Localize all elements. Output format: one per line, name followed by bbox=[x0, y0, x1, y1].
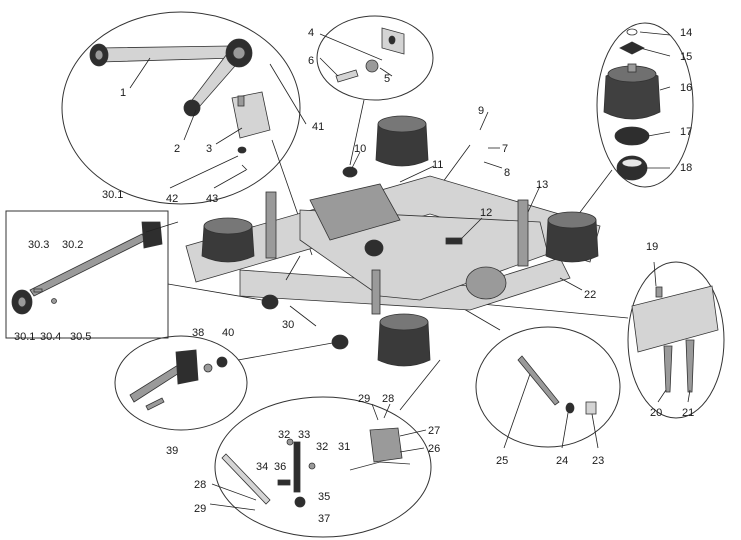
label-29-right: 29 bbox=[358, 393, 370, 405]
label-28-left: 28 bbox=[194, 479, 206, 491]
arm-assembly bbox=[89, 38, 271, 171]
label-25: 25 bbox=[496, 455, 508, 467]
label-23: 23 bbox=[592, 455, 604, 467]
label-17: 17 bbox=[680, 126, 692, 138]
callout-outlines bbox=[5, 11, 725, 538]
label-38: 38 bbox=[192, 327, 204, 339]
label-30: 30 bbox=[282, 319, 294, 331]
label-8: 8 bbox=[504, 167, 510, 179]
label-33: 33 bbox=[298, 429, 310, 441]
callout-circle-bracket bbox=[316, 15, 434, 101]
label-32-right: 32 bbox=[316, 441, 328, 453]
callout-circle-airbag bbox=[596, 22, 694, 188]
label-30-2: 30.2 bbox=[62, 239, 83, 251]
label-16: 16 bbox=[680, 82, 692, 94]
label-43: 43 bbox=[206, 193, 218, 205]
label-29-left: 29 bbox=[194, 503, 206, 515]
callout-circle-bolts bbox=[627, 261, 725, 419]
callout-box-stabilizer-link bbox=[5, 210, 169, 339]
label-9: 9 bbox=[478, 105, 484, 117]
rod-end-assembly bbox=[129, 349, 228, 411]
label-30-4: 30.4 bbox=[40, 331, 61, 343]
label-14: 14 bbox=[680, 27, 692, 39]
label-26: 26 bbox=[428, 443, 440, 455]
label-13: 13 bbox=[536, 179, 548, 191]
label-3: 3 bbox=[206, 143, 212, 155]
tube-assembly bbox=[517, 355, 597, 415]
label-1: 1 bbox=[120, 87, 126, 99]
label-5: 5 bbox=[384, 73, 390, 85]
label-35: 35 bbox=[318, 491, 330, 503]
label-19: 19 bbox=[646, 241, 658, 253]
label-10: 10 bbox=[354, 143, 366, 155]
label-2: 2 bbox=[174, 143, 180, 155]
leader-lines bbox=[129, 31, 691, 511]
label-39: 39 bbox=[166, 445, 178, 457]
label-21: 21 bbox=[682, 407, 694, 419]
label-40: 40 bbox=[222, 327, 234, 339]
label-30-5: 30.5 bbox=[70, 331, 91, 343]
label-15: 15 bbox=[680, 51, 692, 63]
callout-circle-rod-end bbox=[114, 335, 248, 431]
label-12: 12 bbox=[480, 207, 492, 219]
label-20: 20 bbox=[650, 407, 662, 419]
label-42: 42 bbox=[166, 193, 178, 205]
bolt-assembly bbox=[631, 285, 719, 393]
callout-circle-tube bbox=[475, 326, 621, 448]
label-31: 31 bbox=[338, 441, 350, 453]
label-30-1-top: 30.1 bbox=[102, 189, 123, 201]
valve-assembly bbox=[221, 427, 411, 508]
callout-circle-valve bbox=[214, 396, 432, 538]
label-30-3: 30.3 bbox=[28, 239, 49, 251]
label-28-right: 28 bbox=[382, 393, 394, 405]
label-37: 37 bbox=[318, 513, 330, 525]
label-22: 22 bbox=[584, 289, 596, 301]
label-24: 24 bbox=[556, 455, 568, 467]
part-labels: 1 2 3 4 5 6 7 8 9 10 11 12 13 14 15 16 1… bbox=[14, 27, 694, 525]
label-32-left: 32 bbox=[278, 429, 290, 441]
label-7: 7 bbox=[502, 143, 508, 155]
label-27: 27 bbox=[428, 425, 440, 437]
label-4: 4 bbox=[308, 27, 314, 39]
main-suspension-assembly bbox=[185, 115, 601, 367]
bracket-assembly bbox=[335, 27, 405, 83]
label-36: 36 bbox=[274, 461, 286, 473]
callout-circle-arms bbox=[61, 11, 301, 205]
label-6: 6 bbox=[308, 55, 314, 67]
airbag-assembly bbox=[603, 28, 661, 181]
stabilizer-link bbox=[11, 221, 163, 315]
label-34: 34 bbox=[256, 461, 268, 473]
label-41: 41 bbox=[312, 121, 324, 133]
label-30-1-bottom: 30.1 bbox=[14, 331, 35, 343]
label-18: 18 bbox=[680, 162, 692, 174]
label-11: 11 bbox=[432, 159, 443, 171]
